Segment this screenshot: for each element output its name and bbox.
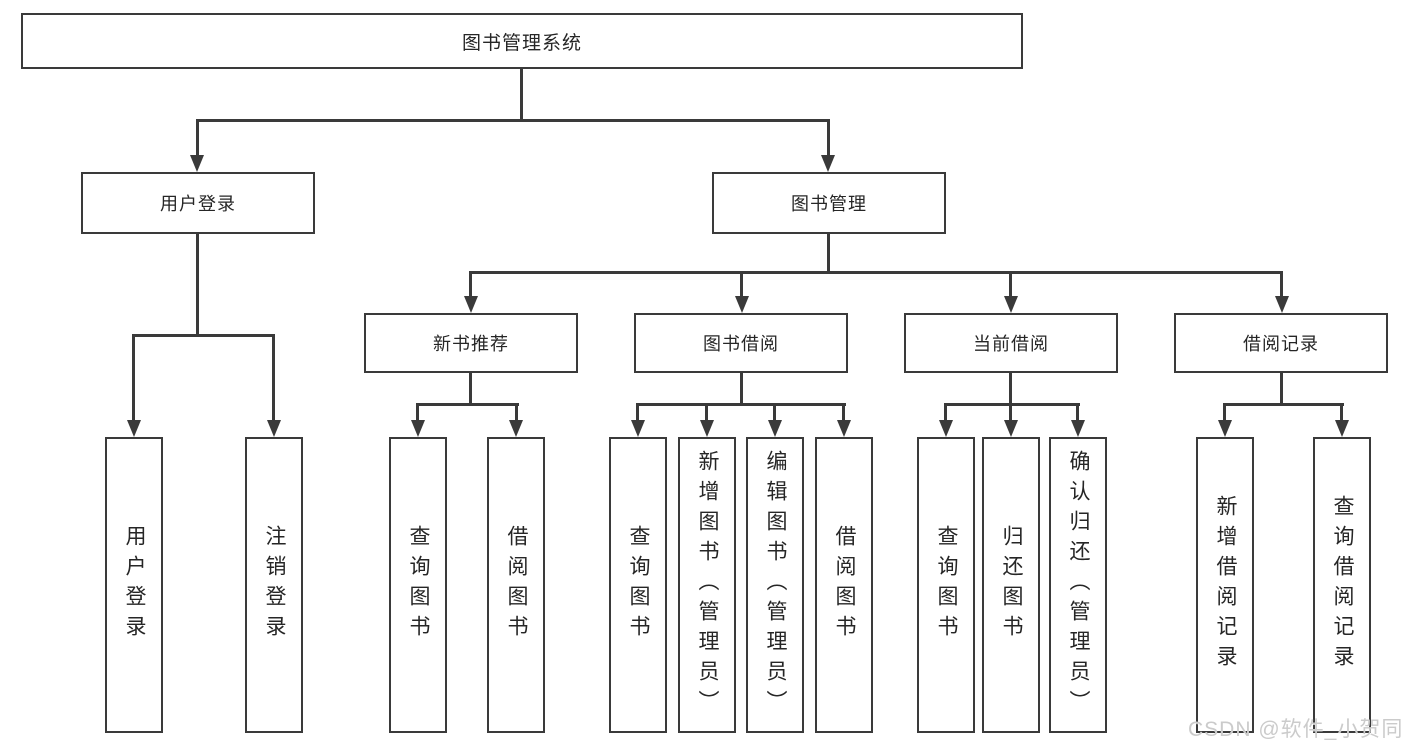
node-library-system-label: 图书管理系统 (461, 32, 582, 54)
arrow-down-icon (190, 155, 204, 172)
leaf-add-borrow-record: 新增借阅记录 (1196, 437, 1254, 733)
connector-records-hline (1223, 403, 1344, 406)
node-book-mgmt: 图书管理 (712, 172, 946, 234)
arrow-down-icon (509, 420, 523, 437)
arrow-down-icon (464, 296, 478, 313)
node-book-borrow: 图书借阅 (634, 313, 848, 373)
arrow-down-icon (411, 420, 425, 437)
connector-stub (842, 403, 845, 422)
node-library-system: 图书管理系统 (21, 13, 1023, 69)
leaf-edit-book-admin: 编辑图书（管理员） (746, 437, 804, 733)
connector-stub (1340, 403, 1343, 422)
leaf-edit-book-admin-label: 编辑图书（管理员） (764, 450, 787, 720)
leaf-borrow-books-1-label: 借阅图书 (505, 525, 528, 645)
connector-stub (705, 403, 708, 422)
connector-stub-borrow (740, 271, 743, 298)
node-current-borrow: 当前借阅 (904, 313, 1118, 373)
connector-stub (1223, 403, 1226, 422)
node-new-book-recommend-label: 新书推荐 (433, 334, 509, 354)
arrow-down-icon (1071, 420, 1085, 437)
leaf-query-borrow-record-label: 查询借阅记录 (1331, 495, 1354, 675)
connector-root-hline (196, 119, 830, 122)
connector-stub-logout-leaf (272, 334, 275, 420)
connector-current-hline (944, 403, 1080, 406)
leaf-borrow-books-2-label: 借阅图书 (833, 525, 856, 645)
leaf-user-login-label: 用户登录 (123, 525, 146, 645)
connector-stub-book-mgmt (827, 119, 830, 157)
connector-borrow-vline (740, 373, 743, 406)
arrow-down-icon (1275, 296, 1289, 313)
connector-mgmt-vline (827, 234, 830, 274)
leaf-return-books: 归还图书 (982, 437, 1040, 733)
leaf-query-books-1-label: 查询图书 (407, 525, 430, 645)
connector-recommend-vline (469, 373, 472, 406)
leaf-add-book-admin-label: 新增图书（管理员） (696, 450, 719, 720)
leaf-borrow-books-2: 借阅图书 (815, 437, 873, 733)
arrow-down-icon (1335, 420, 1349, 437)
arrow-down-icon (127, 420, 141, 437)
watermark-text: CSDN @软件_小贺同学 (1188, 718, 1404, 741)
connector-login-vline (196, 234, 199, 337)
arrow-down-icon (1218, 420, 1232, 437)
node-user-login-label: 用户登录 (160, 194, 236, 214)
node-book-mgmt-label: 图书管理 (791, 194, 867, 214)
connector-stub-login-leaf (132, 334, 135, 420)
connector-stub (1009, 403, 1012, 422)
arrow-down-icon (821, 155, 835, 172)
connector-stub (416, 403, 419, 422)
connector-records-vline (1280, 373, 1283, 406)
leaf-query-books-3: 查询图书 (917, 437, 975, 733)
connector-mgmt-hline (469, 271, 1283, 274)
leaf-return-books-label: 归还图书 (1000, 525, 1023, 645)
arrow-down-icon (837, 420, 851, 437)
leaf-confirm-return-admin-label: 确认归还（管理员） (1067, 450, 1090, 720)
arrow-down-icon (1004, 420, 1018, 437)
leaf-logout: 注销登录 (245, 437, 303, 733)
connector-stub-records (1280, 271, 1283, 298)
connector-borrow-hline (636, 403, 846, 406)
connector-stub (515, 403, 518, 422)
connector-stub (773, 403, 776, 422)
connector-current-vline (1009, 373, 1012, 406)
connector-stub-user-login (196, 119, 199, 157)
node-book-borrow-label: 图书借阅 (703, 334, 779, 354)
leaf-confirm-return-admin: 确认归还（管理员） (1049, 437, 1107, 733)
arrow-down-icon (735, 296, 749, 313)
arrow-down-icon (1004, 296, 1018, 313)
leaf-user-login: 用户登录 (105, 437, 163, 733)
arrow-down-icon (700, 420, 714, 437)
arrow-down-icon (631, 420, 645, 437)
node-borrow-records: 借阅记录 (1174, 313, 1388, 373)
leaf-logout-label: 注销登录 (263, 525, 286, 645)
connector-stub-recommend (469, 271, 472, 298)
node-borrow-records-label: 借阅记录 (1243, 334, 1319, 354)
leaf-query-books-3-label: 查询图书 (935, 525, 958, 645)
node-current-borrow-label: 当前借阅 (973, 334, 1049, 354)
arrow-down-icon (768, 420, 782, 437)
connector-stub-current (1009, 271, 1012, 298)
node-new-book-recommend: 新书推荐 (364, 313, 578, 373)
node-user-login: 用户登录 (81, 172, 315, 234)
connector-recommend-hline (416, 403, 519, 406)
leaf-query-books-1: 查询图书 (389, 437, 447, 733)
arrow-down-icon (267, 420, 281, 437)
connector-login-hline (132, 334, 275, 337)
leaf-query-borrow-record: 查询借阅记录 (1313, 437, 1371, 733)
arrow-down-icon (939, 420, 953, 437)
connector-root-vline (520, 68, 523, 122)
leaf-query-books-2: 查询图书 (609, 437, 667, 733)
connector-stub (944, 403, 947, 422)
leaf-query-books-2-label: 查询图书 (627, 525, 650, 645)
leaf-borrow-books-1: 借阅图书 (487, 437, 545, 733)
connector-stub (636, 403, 639, 422)
leaf-add-borrow-record-label: 新增借阅记录 (1214, 495, 1237, 675)
connector-stub (1076, 403, 1079, 422)
leaf-add-book-admin: 新增图书（管理员） (678, 437, 736, 733)
